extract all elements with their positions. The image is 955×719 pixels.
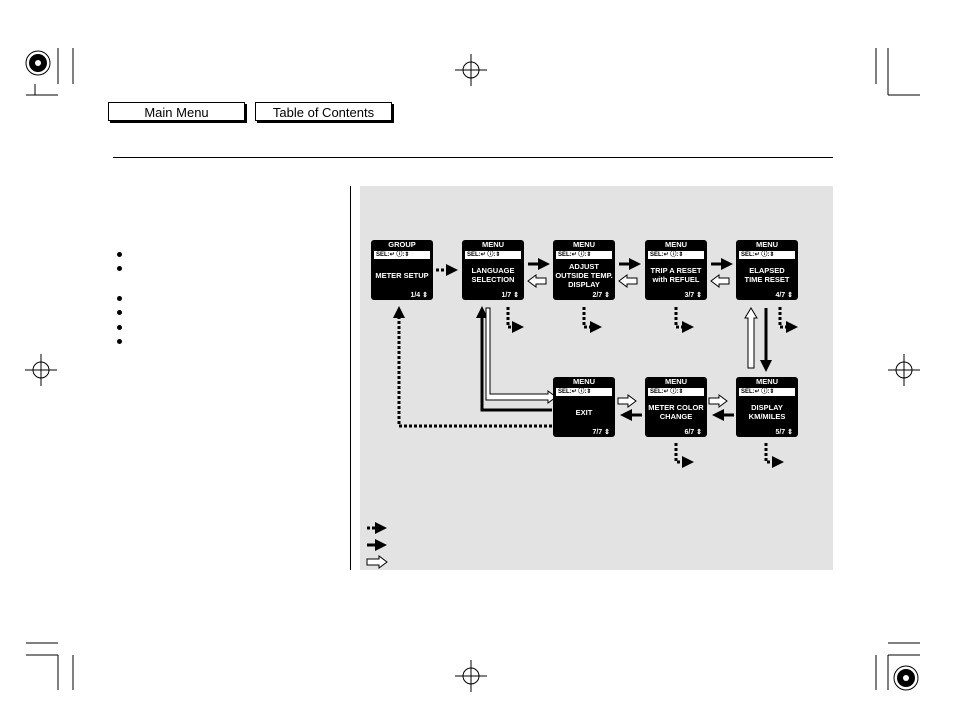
column-divider xyxy=(350,186,351,570)
screen-page: 4/7 ⇕ xyxy=(775,292,793,299)
screen-body: ADJUST OUTSIDE TEMP. DISPLAY xyxy=(555,261,613,289)
screen-page: 2/7 ⇕ xyxy=(592,292,610,299)
legend-hollow-arrow xyxy=(366,555,388,569)
screen-adjust-outside-temp: MENU SEL:↵ ⓘ:⇕ ADJUST OUTSIDE TEMP. DISP… xyxy=(553,240,615,300)
bullet xyxy=(117,339,122,344)
bullet xyxy=(117,325,122,330)
screen-body: METER SETUP xyxy=(375,270,429,280)
main-menu-button[interactable]: Main Menu xyxy=(108,102,245,121)
hollow-arrow xyxy=(617,394,637,408)
screen-header: MENU xyxy=(572,377,596,386)
bullet xyxy=(117,310,122,315)
header-rule xyxy=(113,157,833,158)
screen-header: MENU xyxy=(664,377,688,386)
bullet xyxy=(117,296,122,301)
screen-body: TRIP A RESET with REFUEL xyxy=(650,266,702,284)
screen-header: MENU xyxy=(755,377,779,386)
screen-sel-bar: SEL:↵ ⓘ:⇕ xyxy=(739,251,795,259)
dashed-arrow xyxy=(674,307,694,333)
screen-header: MENU xyxy=(572,240,596,249)
dashed-arrow xyxy=(506,307,524,333)
dashed-arrow xyxy=(582,307,602,333)
screen-trip-a-reset: MENU SEL:↵ ⓘ:⇕ TRIP A RESET with REFUEL … xyxy=(645,240,707,300)
screen-sel-bar: SEL:↵ ⓘ:⇕ xyxy=(739,388,795,396)
screen-body: LANGUAGE SELECTION xyxy=(471,266,515,284)
screen-body: METER COLOR CHANGE xyxy=(648,403,704,421)
screen-body: ELAPSED TIME RESET xyxy=(744,266,790,284)
screen-sel-bar: SEL:↵ ⓘ:⇕ xyxy=(648,251,704,259)
screen-display-km-miles: MENU SEL:↵ ⓘ:⇕ DISPLAY KM/MILES 5/7 ⇕ xyxy=(736,377,798,437)
bullet xyxy=(117,252,122,257)
dashed-arrow xyxy=(778,307,798,333)
screen-sel-bar: SEL:↵ ⓘ:⇕ xyxy=(556,388,612,396)
hollow-arrow xyxy=(744,307,758,369)
hollow-arrow xyxy=(708,394,728,408)
hollow-arrow xyxy=(527,274,547,288)
dashed-arrow xyxy=(674,443,694,468)
screen-sel-bar: SEL:↵ ⓘ:⇕ xyxy=(465,251,521,259)
screen-sel-bar: SEL:↵ ⓘ:⇕ xyxy=(648,388,704,396)
solid-arrow xyxy=(476,306,552,412)
screen-page: 3/7 ⇕ xyxy=(684,292,702,299)
hollow-arrow xyxy=(485,307,557,404)
screen-sel-bar: SEL:↵ ⓘ:⇕ xyxy=(374,251,430,259)
screen-page: 7/7 ⇕ xyxy=(592,429,610,436)
screen-page: 5/7 ⇕ xyxy=(775,429,793,436)
hollow-arrow xyxy=(710,274,730,288)
screen-header: MENU xyxy=(481,240,505,249)
dashed-arrow xyxy=(764,443,784,468)
screen-meter-setup: GROUP SEL:↵ ⓘ:⇕ METER SETUP 1/4 ⇕ xyxy=(371,240,433,300)
screen-meter-color-change: MENU SEL:↵ ⓘ:⇕ METER COLOR CHANGE 6/7 ⇕ xyxy=(645,377,707,437)
screen-sel-bar: SEL:↵ ⓘ:⇕ xyxy=(556,251,612,259)
screen-body: EXIT xyxy=(575,407,593,417)
screen-body: DISPLAY KM/MILES xyxy=(748,403,786,421)
screen-exit: MENU SEL:↵ ⓘ:⇕ EXIT 7/7 ⇕ xyxy=(553,377,615,437)
screen-page: 1/4 ⇕ xyxy=(410,292,428,299)
screen-page: 1/7 ⇕ xyxy=(501,292,519,299)
screen-elapsed-time-reset: MENU SEL:↵ ⓘ:⇕ ELAPSED TIME RESET 4/7 ⇕ xyxy=(736,240,798,300)
screen-header: GROUP xyxy=(388,240,416,249)
screen-language-selection: MENU SEL:↵ ⓘ:⇕ LANGUAGE SELECTION 1/7 ⇕ xyxy=(462,240,524,300)
table-of-contents-button[interactable]: Table of Contents xyxy=(255,102,392,121)
bullet xyxy=(117,266,122,271)
screen-header: MENU xyxy=(664,240,688,249)
hollow-arrow xyxy=(618,274,638,288)
screen-header: MENU xyxy=(755,240,779,249)
screen-page: 6/7 ⇕ xyxy=(684,429,702,436)
dashed-arrow xyxy=(393,306,552,428)
